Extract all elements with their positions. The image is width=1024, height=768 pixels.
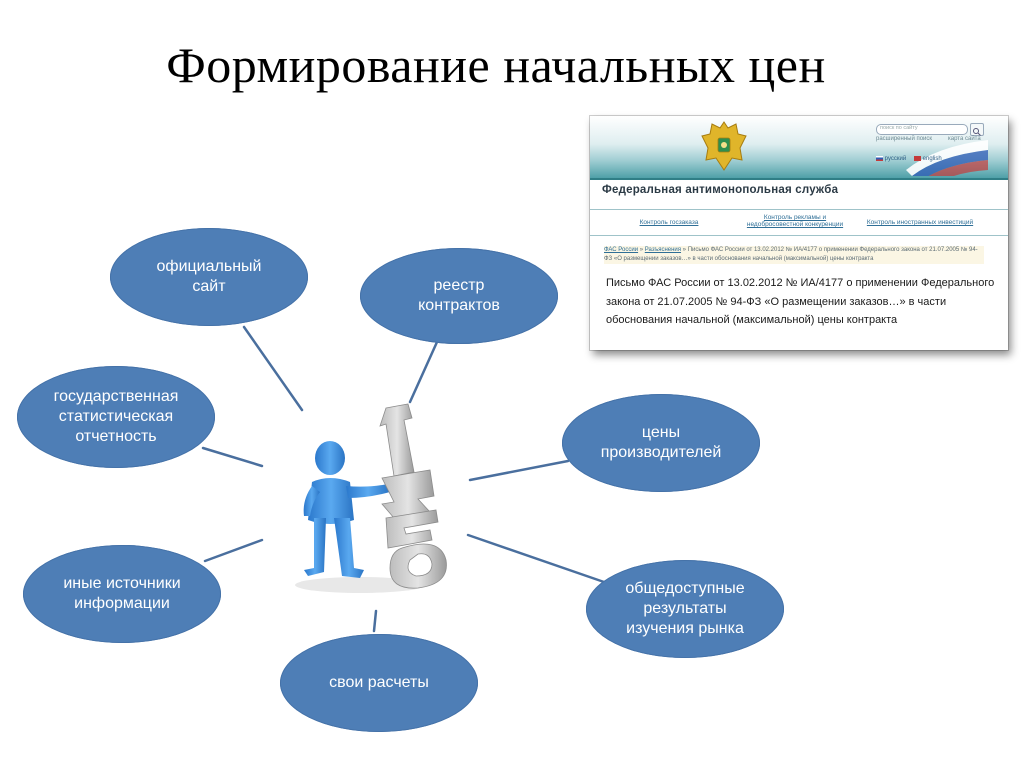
- oval-state-statistics-label: государственная статистическая отчетност…: [54, 387, 179, 447]
- connector-official-site: [244, 327, 302, 410]
- fas-sitemap-link[interactable]: карта сайта: [948, 136, 981, 142]
- fas-menu-procurement[interactable]: Контроль госзаказа: [624, 219, 714, 226]
- person-figure: [304, 441, 390, 578]
- fas-search-placeholder: поиск по сайту: [880, 125, 918, 131]
- fas-menu-foreign-investment[interactable]: Контроль иностранных инвестиций: [860, 219, 980, 226]
- uk-flag-icon: [914, 156, 921, 161]
- fas-lang-english[interactable]: english: [914, 156, 942, 162]
- connector-producer-prices: [470, 461, 568, 480]
- fas-menu-advertising[interactable]: Контроль рекламы и недобросовестной конк…: [740, 214, 850, 228]
- fas-breadcrumb: ФАС России » Разъяснения » Письмо ФАС Ро…: [604, 246, 984, 264]
- oval-other-sources-label: иные источники информации: [63, 574, 180, 614]
- fas-search-button[interactable]: [970, 123, 984, 136]
- breadcrumb-fas[interactable]: ФАС России: [604, 247, 638, 253]
- fas-org-name: Федеральная антимонопольная служба: [602, 184, 838, 196]
- oval-own-calculations: свои расчеты: [280, 634, 478, 732]
- letter-i: [380, 404, 414, 476]
- oval-contract-registry-label: реестр контрактов: [418, 276, 500, 316]
- connector-market-research: [468, 535, 604, 582]
- oval-state-statistics: государственная статистическая отчетност…: [17, 366, 215, 468]
- fas-advanced-search-link[interactable]: расширенный поиск: [876, 136, 932, 142]
- fas-header-divider: [590, 178, 1008, 180]
- fas-menu-rule-bottom: [590, 235, 1008, 236]
- letter-n: [382, 470, 434, 518]
- oval-other-sources: иные источники информации: [23, 545, 221, 643]
- fas-lang-english-label: english: [923, 156, 942, 162]
- connector-contract-registry: [410, 342, 437, 402]
- letter-o: [390, 544, 446, 588]
- breadcrumb-clarifications[interactable]: Разъяснения: [645, 247, 681, 253]
- oval-market-research-label: общедоступные результаты изучения рынка: [625, 579, 744, 639]
- oval-market-research: общедоступные результаты изучения рынка: [586, 560, 784, 658]
- fas-letter-title: Письмо ФАС России от 13.02.2012 № ИА/417…: [606, 274, 996, 330]
- oval-official-site-label: официальный сайт: [157, 257, 262, 297]
- fas-website-screenshot: поиск по сайту расширенный поиск карта с…: [590, 116, 1008, 350]
- info-person-illustration: [290, 400, 460, 600]
- oval-producer-prices: цены производителей: [562, 394, 760, 492]
- oval-producer-prices-label: цены производителей: [601, 423, 722, 463]
- fas-menu-rule-top: [590, 209, 1008, 210]
- oval-contract-registry: реестр контрактов: [360, 248, 558, 344]
- connector-own-calculations: [374, 611, 376, 631]
- ru-flag-icon: [876, 156, 883, 161]
- fas-lang-russian[interactable]: русский: [876, 156, 906, 162]
- oval-own-calculations-label: свои расчеты: [329, 673, 429, 693]
- fas-lang-russian-label: русский: [885, 156, 907, 162]
- oval-official-site: официальный сайт: [110, 228, 308, 326]
- info-letters: [380, 404, 446, 588]
- coat-of-arms-icon: [698, 118, 750, 174]
- connector-state-statistics: [203, 448, 262, 466]
- connector-other-sources: [205, 540, 262, 561]
